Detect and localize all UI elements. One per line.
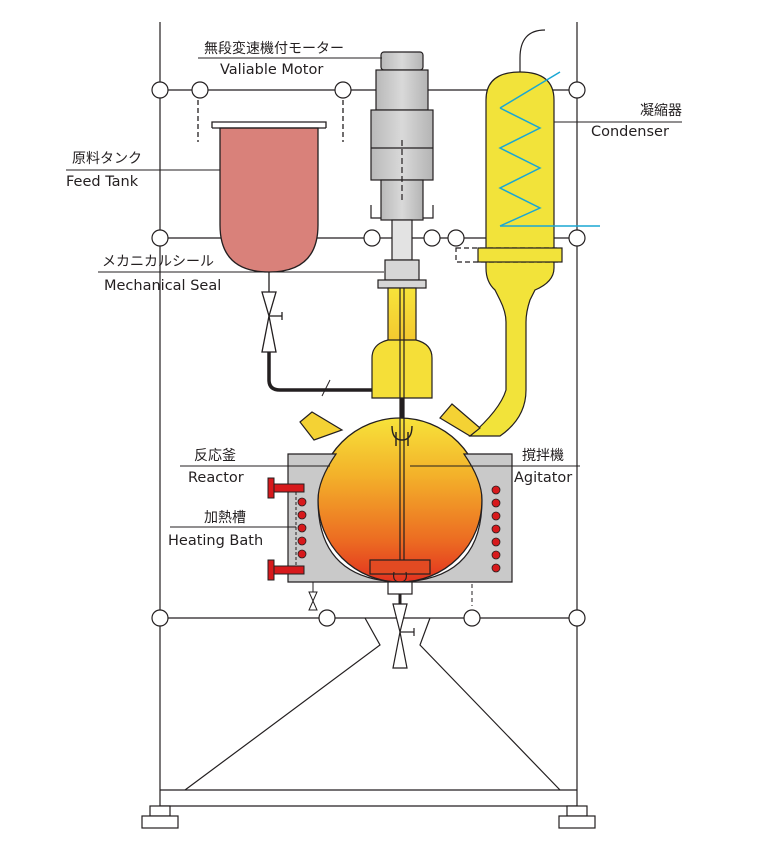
reactor-neck	[371, 287, 433, 399]
frame-bolts	[151, 81, 586, 627]
agitator-label-ja: 撹拌機	[522, 448, 564, 464]
motor-label-en: Valiable Motor	[220, 62, 324, 78]
motor	[370, 51, 434, 261]
heating-bath-label-ja: 加熱槽	[204, 510, 246, 526]
feed-tank-label-en: Feed Tank	[66, 174, 139, 190]
bath-drain-valve	[308, 582, 473, 611]
mechanical-seal	[377, 259, 427, 289]
feed-tank-label-ja: 原料タンク	[72, 151, 142, 167]
frame-feet	[141, 805, 596, 829]
reactor-label-ja: 反応釜	[194, 448, 236, 464]
side-arm-right	[439, 403, 481, 437]
motor-label-ja: 無段変速機付モーター	[204, 41, 344, 57]
condenser	[455, 29, 563, 437]
feed-tank	[197, 100, 344, 273]
condenser-coil	[498, 71, 600, 227]
side-arm-left	[299, 411, 344, 441]
heating-bath-label-en: Heating Bath	[168, 533, 264, 549]
agitator-label-en: Agitator	[514, 470, 573, 486]
reactor-label-en: Reactor	[188, 470, 244, 486]
condenser-label-en: Condenser	[591, 124, 669, 140]
mechanical-seal-label-ja: メカニカルシール	[102, 254, 214, 270]
mechanical-seal-label-en: Mechanical Seal	[104, 278, 222, 294]
feed-nozzle	[391, 425, 413, 446]
motor-brackets	[370, 205, 434, 219]
agitator-shaft	[369, 288, 431, 583]
condenser-label-ja: 凝縮器	[640, 103, 682, 119]
heater-terminals	[267, 477, 305, 581]
heater-elements-right	[491, 485, 501, 573]
leader-lines	[66, 57, 682, 528]
feed-valve	[261, 272, 283, 353]
heater-elements-left	[297, 497, 307, 559]
drain-valve	[387, 581, 415, 669]
